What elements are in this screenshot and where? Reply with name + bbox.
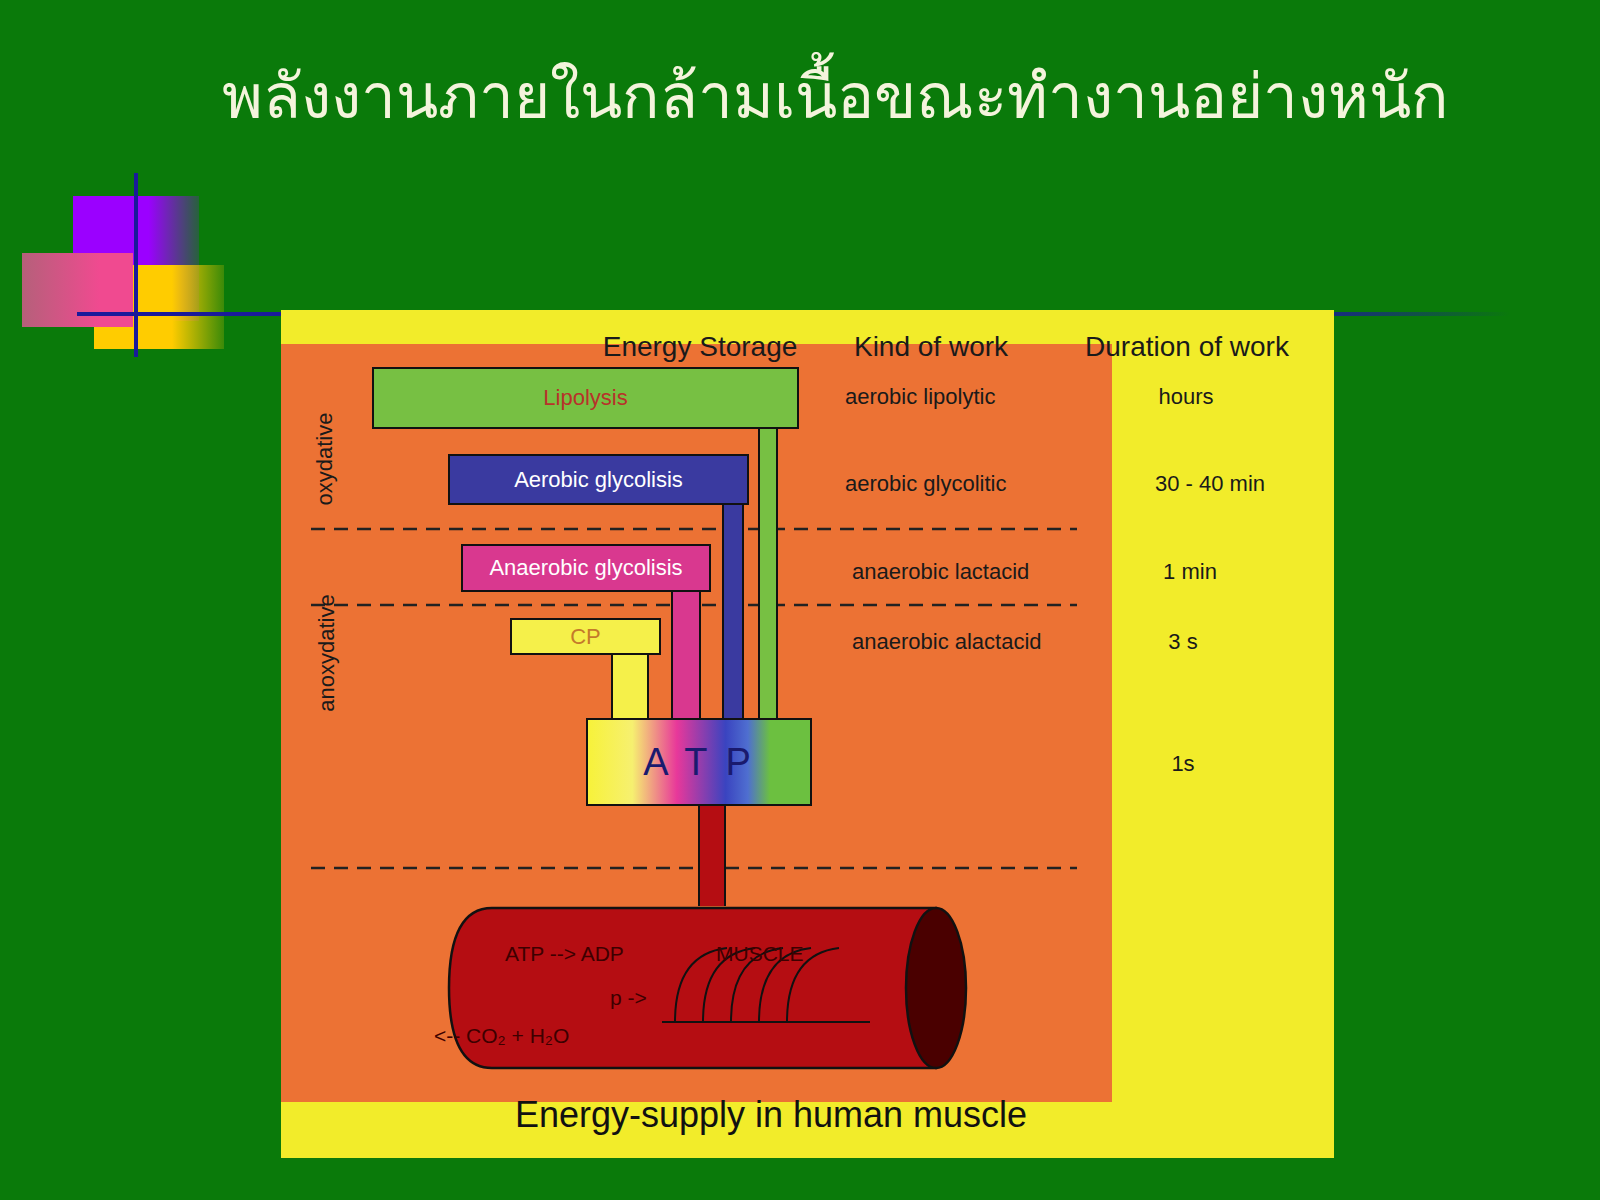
muscle-text: ATP --> ADP [505,942,624,966]
outer-panel [281,310,1334,1158]
fiber-base [662,1021,870,1023]
muscle-cylinder: ATP --> ADP MUSCLE p -> <-- CO₂ + H₂O [430,906,970,1070]
stem-outline [722,505,744,718]
column-header: Energy Storage [603,331,798,363]
work-kind: anaerobic alactacid [852,629,1042,655]
stem-outline [671,592,701,718]
stem-fill [724,505,742,718]
atp-box: A T P [586,718,812,806]
energy-stem [733,505,734,718]
stem-outline [611,655,649,718]
muscle-text: p -> [610,986,647,1010]
work-kind: aerobic glycolitic [845,471,1006,497]
duration: 30 - 40 min [1155,471,1265,497]
storage-box: Anaerobic glycolisis [461,544,711,592]
energy-stem [768,429,769,718]
column-header: Kind of work [854,331,1008,363]
energy-stem [712,806,713,906]
side-label: oxydative [312,413,338,506]
box-text: Lipolysis [543,385,627,411]
inner-panel [281,344,1112,1102]
box-text: CP [570,624,601,650]
stem-outline [758,429,778,718]
energy-stem [630,655,631,718]
decor-line [134,173,138,357]
dashed-divider [311,867,1077,870]
stem-fill [700,806,724,906]
box-text: Aerobic glycolisis [514,467,683,493]
muscle-text: <-- CO₂ + H₂O [434,1024,569,1048]
muscle-text: MUSCLE [716,942,804,966]
slide-title: พลังงานภายในกล้ามเนื้อขณะทำงานอย่างหนัก [222,33,1472,161]
duration: 3 s [1168,629,1197,655]
side-label: anoxydative [314,594,340,711]
stem-fill [613,655,647,718]
work-kind: aerobic lipolytic [845,384,995,410]
duration: hours [1158,384,1213,410]
muscle-end [906,908,966,1068]
stem-fill [760,429,776,718]
storage-box: CP [510,618,661,655]
box-text: Anaerobic glycolisis [489,555,682,581]
diagram-caption: Energy-supply in human muscle [515,1094,1027,1136]
stem-outline [698,806,726,906]
column-header: Duration of work [1085,331,1289,363]
energy-stem [686,592,687,718]
duration: 1 min [1163,559,1217,585]
box-text: A T P [643,741,755,784]
stem-fill [673,592,699,718]
work-kind: anaerobic lactacid [852,559,1029,585]
duration: 1s [1171,751,1194,777]
storage-box: Lipolysis [372,367,799,429]
storage-box: Aerobic glycolisis [448,454,749,505]
dashed-divider [311,528,1077,531]
